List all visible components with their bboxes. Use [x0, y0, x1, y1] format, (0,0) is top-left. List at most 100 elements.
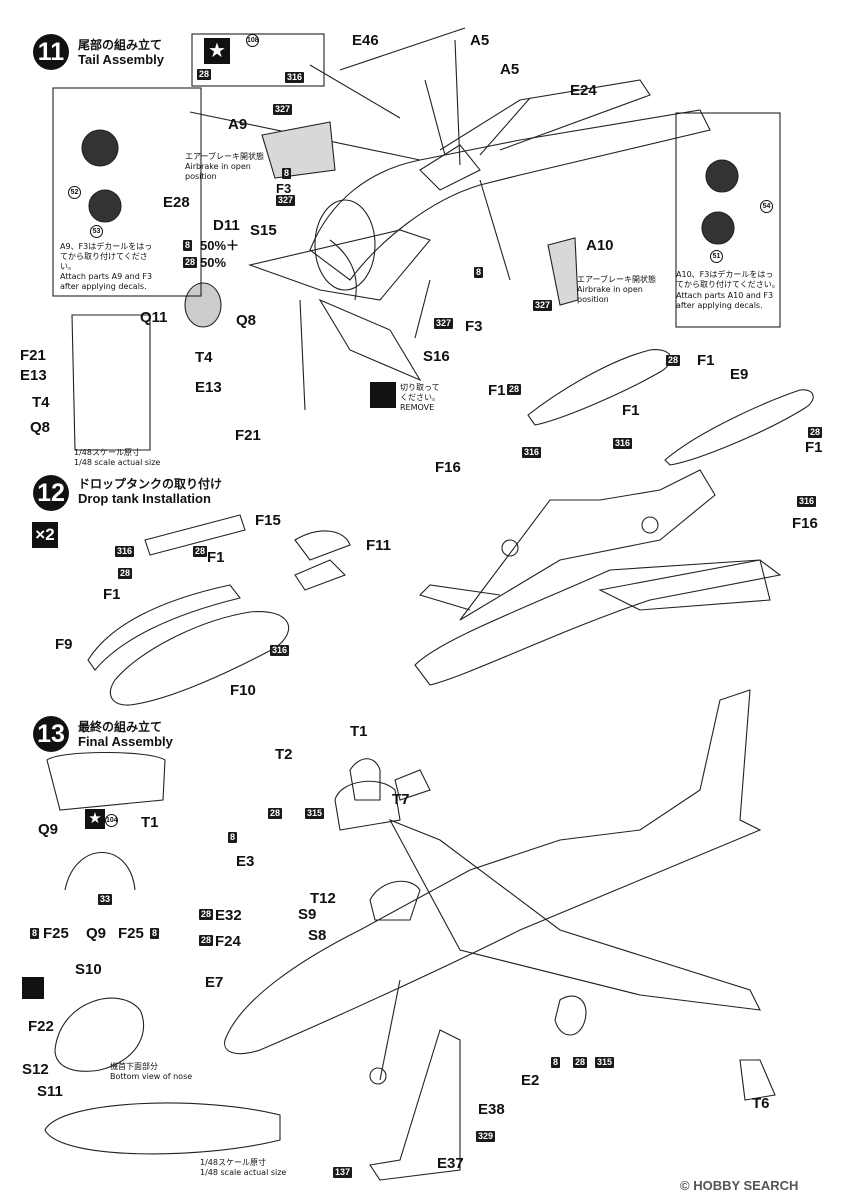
part-f3-top: F3 [276, 181, 292, 196]
color-badge-329: 329 [476, 1131, 496, 1142]
part-a5-top: A5 [470, 32, 490, 49]
canopy-frame-inset [64, 852, 136, 891]
part-f24: F24 [215, 933, 241, 950]
part-q8-left: Q8 [30, 419, 51, 436]
decal-inset-left [52, 87, 202, 297]
part-e37: E37 [437, 1155, 464, 1172]
color-badge-8-mix: 8 [183, 240, 193, 251]
drop-tank-drawing [87, 514, 351, 706]
part-q11: Q11 [140, 309, 168, 326]
decal-number-54: 54 [760, 200, 773, 213]
step-13-title-en: Final Assembly [78, 734, 173, 749]
mix-ratio-1: 50%＋ [200, 238, 240, 253]
color-badge-316-r3: 316 [797, 496, 817, 507]
step-12-number: 12 [33, 475, 69, 511]
color-badge-8-f3b: 8 [474, 267, 484, 278]
part-f21: F21 [235, 427, 261, 444]
mix-ratio-2: 50% [200, 255, 227, 270]
note-a10-airbrake-en-1: Airbrake in open [577, 285, 643, 294]
insignia-right-bottom [701, 211, 735, 245]
part-f1-d: F1 [488, 382, 506, 399]
step-13-number: 13 [33, 716, 69, 752]
part-t7: T7 [392, 791, 410, 808]
color-badge-327-a9: 327 [273, 104, 293, 115]
part-f16-b: F16 [792, 515, 818, 532]
star-insignia-icon-canopy: ★ [85, 809, 105, 829]
part-f1-f: F1 [805, 439, 823, 456]
insignia-left-top [81, 129, 119, 167]
a10-airbrake-shape [547, 237, 579, 306]
color-badge-315-e3: 315 [305, 808, 325, 819]
color-badge-28-f1b: 28 [193, 546, 208, 557]
nose-bottom-drawing [54, 997, 145, 1072]
step-11-title-en: Tail Assembly [78, 52, 164, 67]
decal-number-104: 104 [105, 814, 118, 827]
note-decal-left-ja-1: A9、F3はデカールをはっ [60, 242, 153, 251]
part-s15: S15 [250, 222, 277, 239]
color-badge-28-r3: 28 [808, 427, 823, 438]
note-decal-left-ja-2: てから取り付けてくださ [60, 252, 148, 261]
color-badge-316-f10: 316 [270, 645, 290, 656]
part-d11: D11 [213, 217, 240, 234]
note-decal-right-en-1: Attach parts A10 and F3 [676, 291, 774, 300]
color-badge-316-stripe: 316 [285, 72, 305, 83]
part-f25-a: F25 [43, 925, 69, 942]
part-f21-left: F21 [20, 347, 46, 364]
part-e38: E38 [478, 1101, 505, 1118]
part-t4: T4 [195, 349, 213, 366]
part-f3-lower: F3 [465, 318, 483, 335]
color-badge-327-f3: 327 [276, 195, 296, 206]
part-f16-a: F16 [435, 459, 461, 476]
part-e32: E32 [215, 907, 242, 924]
color-badge-28-f1: 28 [118, 568, 133, 579]
color-badge-327-f3b: 327 [434, 318, 454, 329]
color-badge-316-r2: 316 [522, 447, 542, 458]
part-t4-left: T4 [32, 394, 50, 411]
watermark: © HOBBY SEARCH [680, 1178, 799, 1193]
part-t6: T6 [752, 1095, 770, 1112]
part-t1: T1 [350, 723, 368, 740]
part-e46: E46 [352, 32, 379, 49]
part-s11: S11 [37, 1083, 63, 1100]
color-badge-8-e3: 8 [228, 832, 238, 843]
part-e28: E28 [163, 194, 190, 211]
note-a10-airbrake-ja: エアーブレーキ開状態 [577, 275, 657, 284]
part-e9: E9 [730, 366, 749, 383]
decal-number-53: 53 [90, 225, 103, 238]
canopy-inset-drawing [46, 751, 166, 811]
tail-fuselage-drawing [189, 27, 711, 411]
note-a9-airbrake-en-1: Airbrake in open [185, 162, 251, 171]
insignia-right-top [705, 159, 739, 193]
part-t12: T12 [310, 890, 336, 907]
note-a9-airbrake-ja: エアーブレーキ開状態 [185, 152, 265, 161]
note-scale-en: 1/48 scale actual size [74, 458, 161, 467]
part-e2: E2 [521, 1072, 540, 1089]
decal-number-51: 51 [710, 250, 723, 263]
color-badge-33-q9: 33 [98, 894, 113, 905]
note-a9-airbrake-en-2: position [185, 172, 217, 181]
decal-inset-right [675, 112, 781, 328]
part-s12: S12 [22, 1061, 49, 1078]
note-remove-en: REMOVE [400, 403, 435, 412]
part-f1-b: F1 [103, 586, 121, 603]
part-s9: S9 [298, 906, 317, 923]
part-s16: S16 [423, 348, 450, 365]
remove-icon-step13 [22, 977, 44, 999]
part-e13: E13 [195, 379, 222, 396]
color-badge-28-stripe: 28 [197, 69, 212, 80]
multiplier-x2: ×2 [32, 522, 58, 548]
step-12-title-ja: ドロップタンクの取り付け [78, 477, 223, 491]
step-13-title-ja: 最終の組み立て [78, 720, 163, 734]
part-t1-inset: T1 [141, 814, 159, 831]
color-badge-28-e32: 28 [199, 909, 214, 920]
part-q8: Q8 [236, 312, 257, 329]
aircraft-underside-drawing [414, 349, 814, 686]
note-decal-right-en-2: after applying decals. [676, 301, 763, 310]
part-f1-e: F1 [622, 402, 640, 419]
color-badge-8-f25b: 8 [150, 928, 160, 939]
color-badge-316-f15: 316 [115, 546, 135, 557]
note-decal-left-en-2: after applying decals. [60, 282, 147, 291]
part-f1-a: F1 [207, 549, 225, 566]
note-a10-airbrake-en-2: position [577, 295, 609, 304]
part-e7: E7 [205, 974, 224, 991]
